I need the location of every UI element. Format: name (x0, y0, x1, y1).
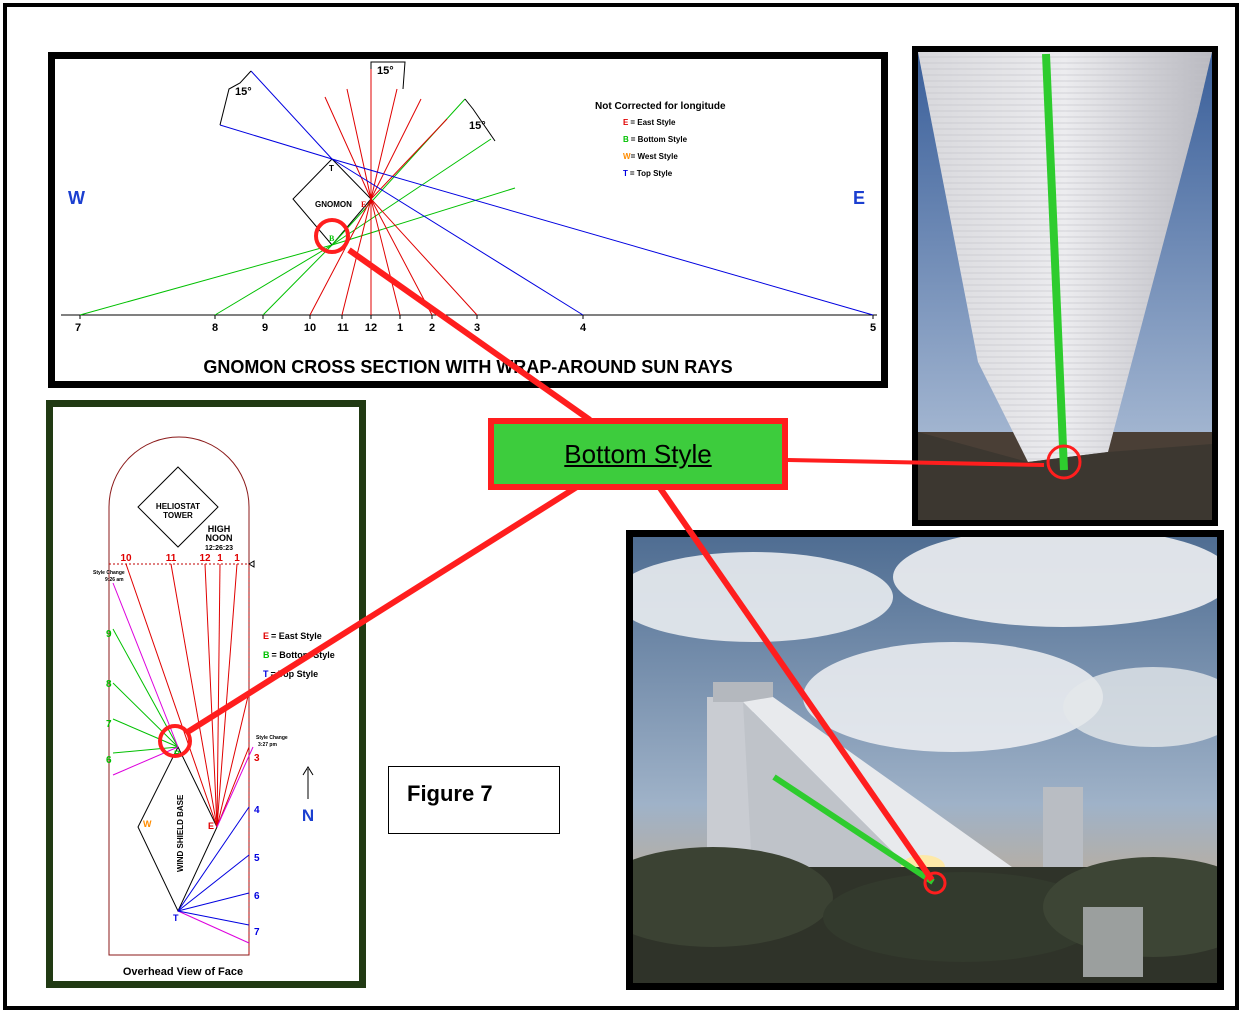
bottom-style-marker (1046, 444, 1082, 480)
right-tick-label: 6 (254, 891, 260, 902)
angle-label: 15° (235, 86, 252, 98)
page-border (3, 3, 1239, 1010)
point-e-label: E (208, 821, 214, 831)
angle-label: 15° (377, 65, 394, 77)
tower-label: TOWER (163, 511, 193, 520)
gnomon-title: GNOMON CROSS SECTION WITH WRAP-AROUND SU… (203, 357, 732, 377)
east-style-rays (125, 563, 250, 828)
legend-item-west: W= West Style (623, 152, 678, 161)
right-tick-label: 5 (254, 853, 260, 864)
style-change-time: 3:27 pm (258, 742, 277, 748)
tower-label: HELIOSTAT (156, 502, 200, 511)
top-tick-label: 10 (120, 553, 132, 564)
wind-shield-base-label: WIND SHIELD BASE (176, 794, 185, 872)
gnomon-diagram: 7 8 9 10 11 12 1 2 3 4 5 15° 15° 15° T G… (61, 61, 877, 377)
top-tick-label: 1 (217, 553, 223, 564)
high-noon-time: 12:26:23 (205, 545, 233, 552)
marker-arrow (248, 560, 255, 568)
tick-label: 10 (304, 322, 316, 334)
east-style-rays (309, 69, 478, 316)
point-e-label: E (361, 200, 366, 209)
point-w-label: W (143, 819, 152, 829)
angle-brackets (219, 61, 496, 142)
tick-marks (79, 315, 874, 319)
north-label: N (302, 806, 314, 825)
point-b-label: B (174, 749, 181, 759)
tick-label: 2 (429, 322, 435, 334)
right-tick-label: 4 (254, 805, 260, 816)
gnomon-underside-photo (912, 46, 1218, 526)
tick-label: 3 (474, 322, 480, 334)
bottom-style-marker (923, 871, 947, 895)
north-arrow-head-icon (302, 766, 314, 776)
tick-label: 4 (580, 322, 587, 334)
style-change-label: Style Change (93, 570, 125, 576)
east-label: E (853, 188, 865, 208)
overhead-view-panel: HELIOSTAT TOWER HIGH NOON 12:26:23 10 11… (46, 400, 366, 988)
legend-title: Not Corrected for longitude (595, 101, 726, 112)
figure-label: Figure 7 (407, 781, 493, 806)
tick-label: 5 (870, 322, 876, 334)
overhead-caption: Overhead View of Face (123, 966, 243, 978)
gnomon-cross-section-panel: 7 8 9 10 11 12 1 2 3 4 5 15° 15° 15° T G… (48, 52, 888, 388)
photo-illustration (918, 52, 1212, 520)
left-tick-label: 7 (106, 719, 112, 730)
tick-label: 1 (397, 322, 403, 334)
tick-label: 8 (212, 322, 218, 334)
callout-label: Bottom Style (564, 438, 712, 469)
legend-item-east: E= East Style (263, 631, 322, 641)
photo-illustration (633, 537, 1217, 983)
right-tick-label: 3 (254, 753, 260, 764)
bottom-style-rays (112, 628, 179, 754)
bottom-style-line (1042, 53, 1068, 471)
legend-item-top: T= Top Style (263, 669, 318, 679)
figure-caption-box: Figure 7 (388, 766, 560, 834)
high-noon-label: NOON (206, 533, 233, 543)
style-change-time: 9:26 am (105, 577, 124, 583)
top-tick-label: 11 (166, 553, 177, 564)
legend-item-east: E= East Style (623, 118, 676, 127)
left-tick-label: 6 (106, 755, 112, 766)
west-label: W (68, 188, 85, 208)
tick-label: 12 (365, 322, 377, 334)
tick-label: 11 (337, 322, 349, 334)
point-b-label: B (329, 234, 335, 243)
point-t-label: T (329, 164, 334, 173)
top-style-rays (177, 806, 250, 926)
right-tick-label: 7 (254, 927, 260, 938)
legend-item-top: T= Top Style (623, 169, 673, 178)
style-change-label: Style Change (256, 735, 288, 741)
top-tick-label: 1 (234, 553, 240, 564)
left-tick-label: 8 (106, 679, 112, 690)
point-t-label: T (173, 913, 179, 923)
bottom-style-rays (79, 98, 516, 316)
left-tick-label: 9 (106, 629, 112, 640)
angle-label: 15° (469, 120, 486, 132)
gnomon-label: GNOMON (315, 200, 352, 209)
bottom-style-callout: Bottom Style (488, 418, 788, 490)
top-tick-label: 12 (199, 553, 211, 564)
telescope-photo (626, 530, 1224, 990)
legend-item-bottom: B= Bottom Style (623, 135, 688, 144)
overhead-diagram: HELIOSTAT TOWER HIGH NOON 12:26:23 10 11… (93, 436, 335, 978)
legend-item-bottom: B= Bottom Style (263, 650, 335, 660)
top-style-rays (219, 70, 874, 316)
tick-label: 7 (75, 322, 81, 334)
tick-label: 9 (262, 322, 268, 334)
